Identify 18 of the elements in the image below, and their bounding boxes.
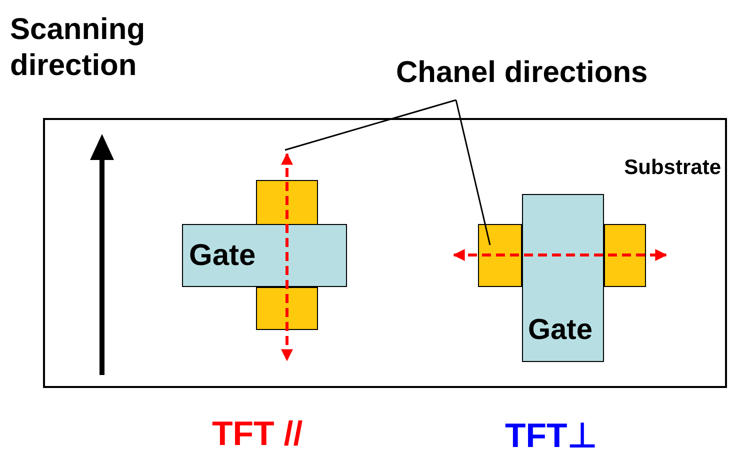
source-drain-pad: [256, 287, 318, 330]
gate-label: Gate: [189, 239, 256, 273]
source-drain-pad: [256, 180, 318, 227]
leader-line: [284, 99, 456, 151]
tft-label: TFT⊥: [505, 416, 598, 456]
substrate-label: Substrate: [624, 156, 721, 180]
callout-text: Chanel directions: [396, 56, 716, 98]
gate-electrode: [182, 224, 347, 287]
leader-line: [455, 100, 491, 246]
channel-direction-indicator: [279, 152, 295, 362]
scanning-direction-label: Scanning direction: [10, 12, 146, 84]
source-drain-pad: [478, 224, 522, 287]
gate-label: Gate: [528, 314, 592, 347]
tft-label: TFT //: [212, 415, 303, 454]
gate-electrode: [522, 194, 604, 362]
channel-direction-indicator: [452, 247, 668, 263]
source-drain-pad: [604, 224, 646, 287]
substrate-box: [43, 118, 727, 388]
